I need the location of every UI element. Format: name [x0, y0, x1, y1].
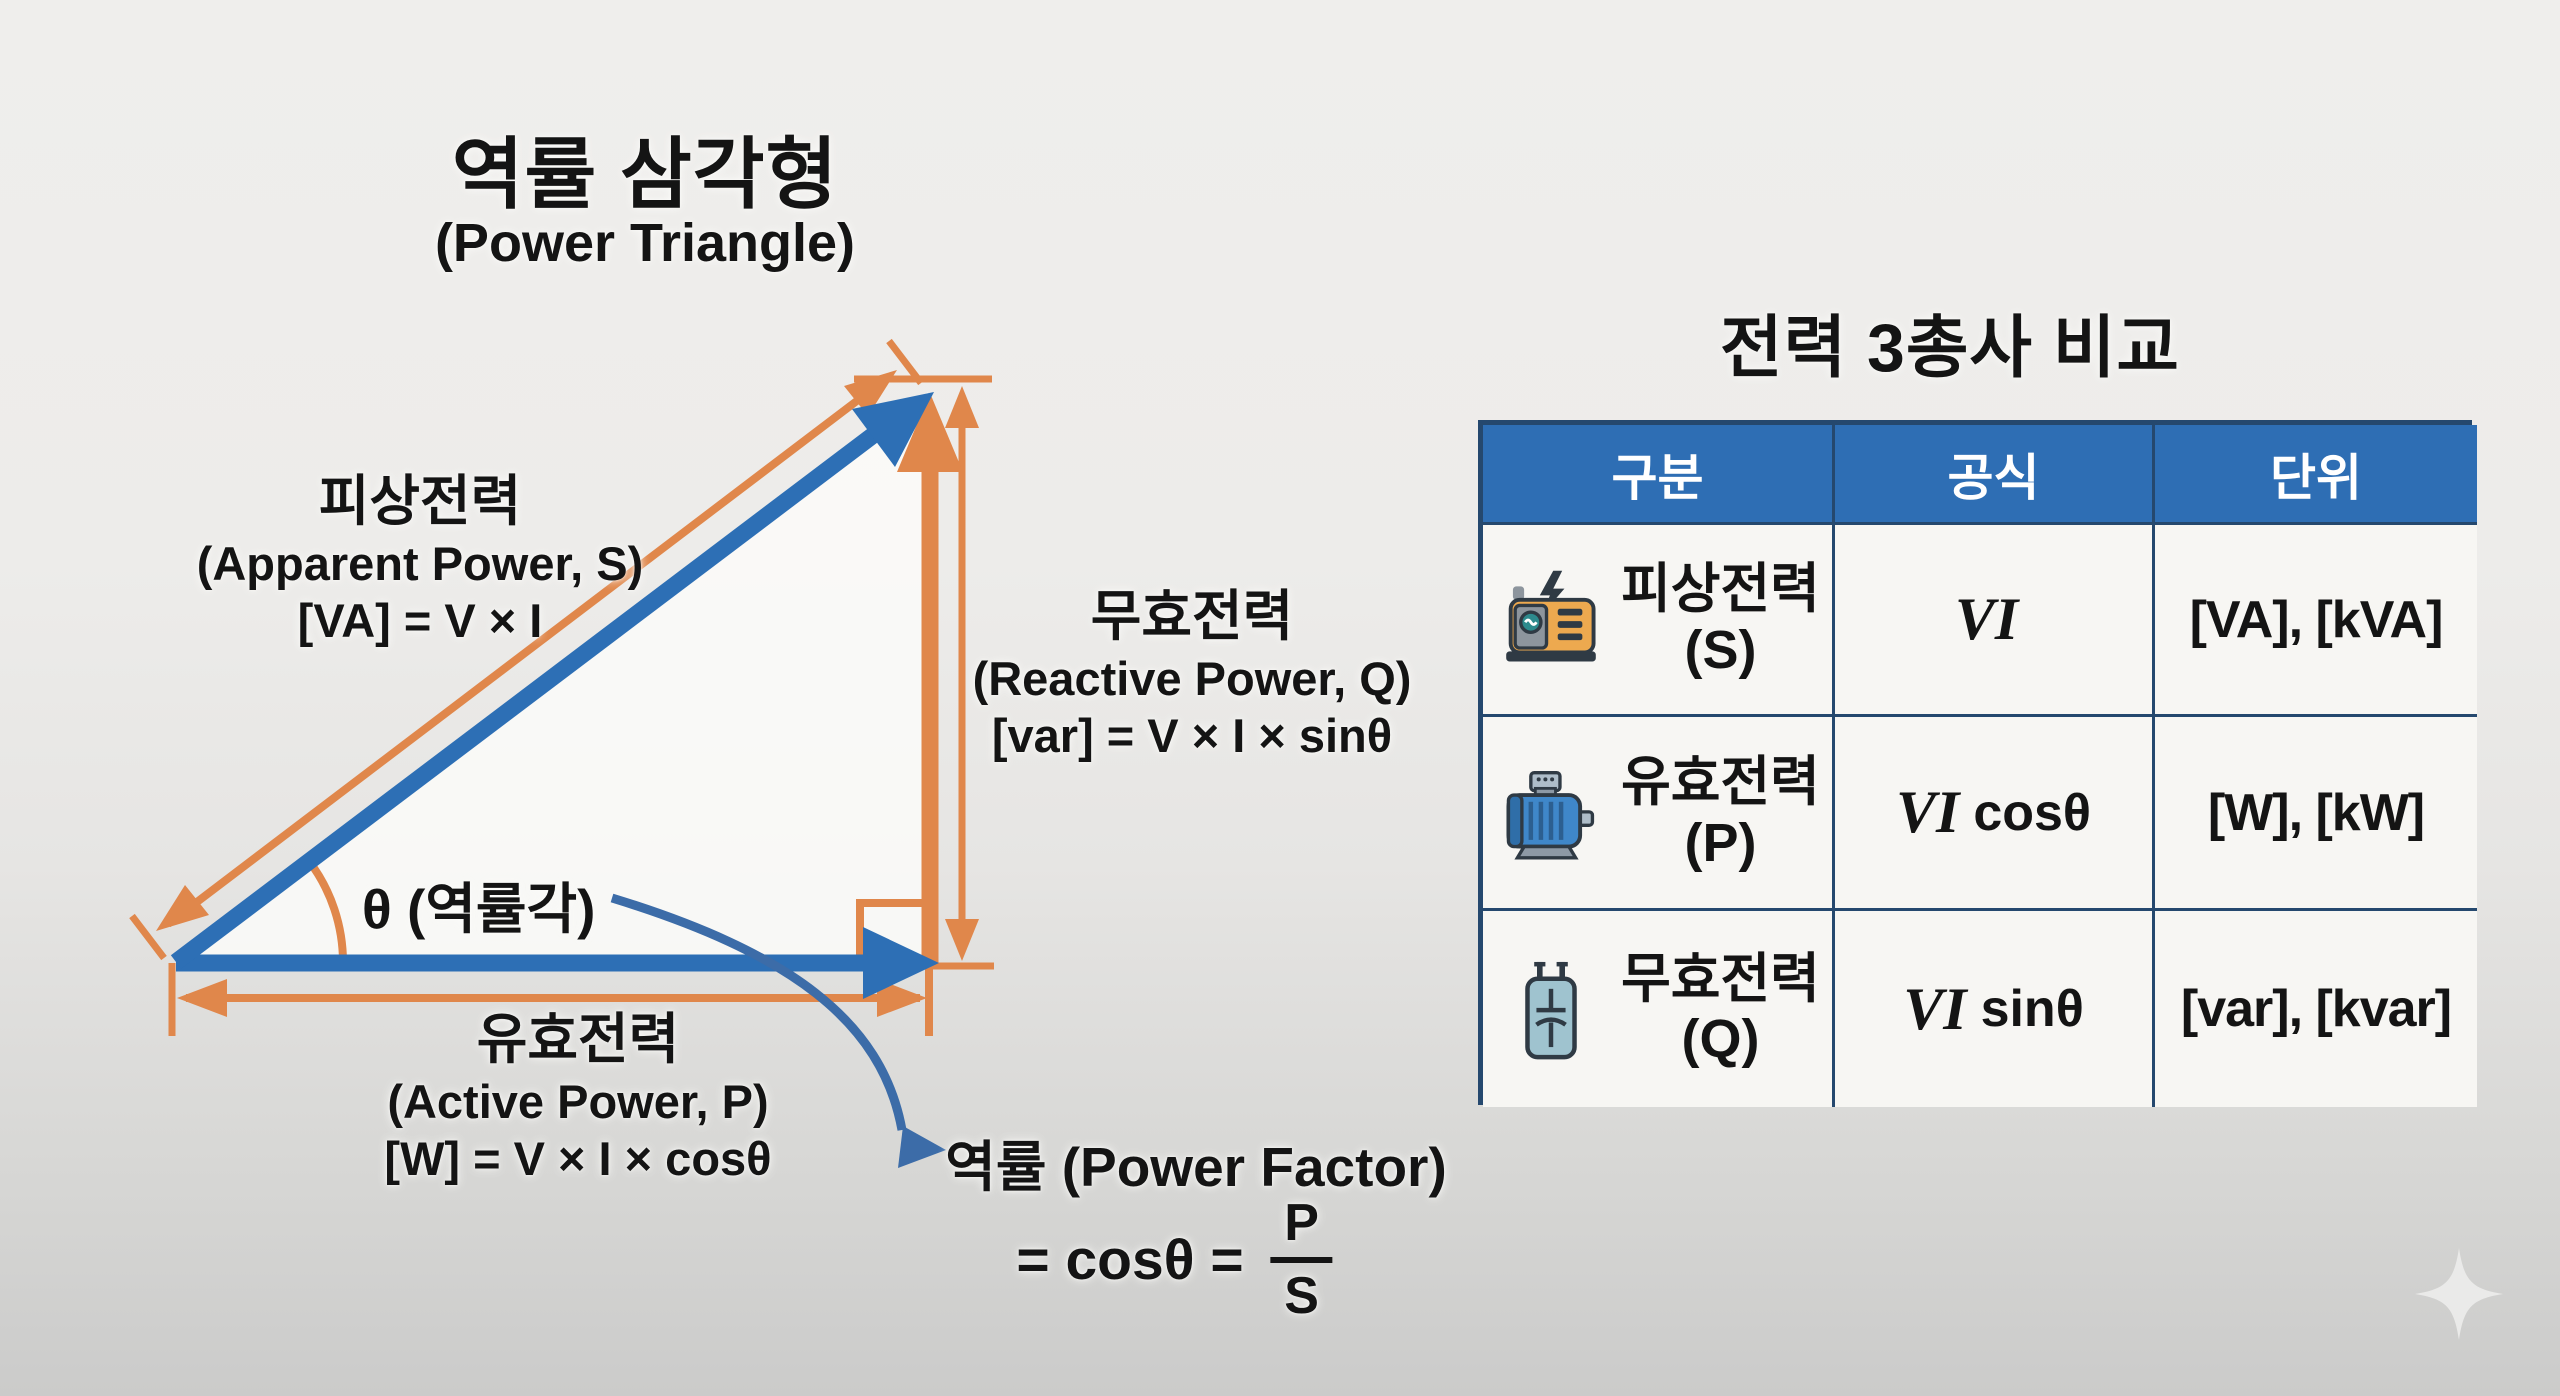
apparent-power-label: 피상전력 (Apparent Power, S) [VA] = V × I	[197, 468, 644, 650]
right-angle-marker	[856, 899, 924, 960]
power-factor-pointer	[610, 893, 946, 1168]
diagram-subtitle: (Power Triangle)	[434, 213, 856, 273]
diagram-title: 역률 삼각형	[451, 130, 839, 218]
fraction-numerator: P	[1284, 1194, 1319, 1252]
apparent-power-vector	[170, 392, 934, 969]
reactive-power-vector	[897, 393, 963, 963]
formula-variables: VI	[1954, 586, 2019, 652]
row-name-ko: 피상전력	[1621, 559, 1820, 620]
header-category: 구분	[1483, 425, 1835, 525]
apparent-power-formula: [VA] = V × I	[297, 594, 543, 648]
capacitor-icon	[1525, 961, 1577, 1060]
power-factor-title: 역률 (Power Factor)	[945, 1136, 1447, 1198]
formula-function: sinθ	[1980, 980, 2084, 1038]
row-name-ko: 무효전력	[1621, 948, 1820, 1009]
reactive-power-en: (Reactive Power, Q)	[972, 652, 1412, 706]
formula-variables: VI	[1895, 779, 1960, 845]
row-symbol: (S)	[1684, 619, 1757, 680]
active-power-en: (Active Power, P)	[387, 1075, 769, 1129]
row-name-ko: 유효전력	[1621, 752, 1820, 813]
fraction-bar	[1270, 1256, 1333, 1263]
p-dimension-arrow	[168, 963, 933, 1036]
header-formula: 공식	[1835, 425, 2155, 525]
table-row-apparent-formula: VI	[1835, 525, 2155, 717]
table-row-reactive-name: 무효전력 (Q)	[1483, 911, 1835, 1107]
table-title: 전력 3총사 비교	[1720, 310, 2180, 386]
table-row-apparent-name: 피상전력 (S)	[1483, 525, 1835, 717]
theta-label: θ (역률각)	[362, 878, 596, 940]
power-factor-eq-prefix: = cosθ =	[1016, 1227, 1244, 1292]
row-symbol: (P)	[1684, 812, 1757, 873]
reactive-power-formula: [var] = V × I × sinθ	[991, 709, 1393, 763]
fraction-denominator: S	[1284, 1266, 1319, 1325]
power-comparison-table: 구분 공식 단위 피상전력 (S)	[1478, 420, 2477, 1107]
reactive-power-ko: 무효전력	[1090, 585, 1294, 647]
apparent-power-en: (Apparent Power, S)	[196, 537, 644, 591]
active-power-label: 유효전력 (Active Power, P) [W] = V × I × cos…	[384, 1006, 771, 1188]
table-row-active-unit: [W], [kW]	[2155, 717, 2477, 911]
row-symbol: (Q)	[1681, 1009, 1760, 1069]
header-unit: 단위	[2155, 425, 2477, 525]
formula-variables: VI	[1903, 975, 1967, 1042]
table-row-reactive-formula: VI sinθ	[1835, 911, 2155, 1107]
q-dimension-arrow	[854, 375, 994, 970]
formula-function: cosθ	[1973, 783, 2092, 842]
sparkle-icon	[2415, 1248, 2503, 1340]
active-power-formula: [W] = V × I × cosθ	[384, 1132, 772, 1186]
generator-icon	[1506, 570, 1596, 661]
reactive-power-label: 무효전력 (Reactive Power, Q) [var] = V × I ×…	[973, 583, 1412, 765]
active-power-ko: 유효전력	[476, 1008, 680, 1070]
table-row-apparent-unit: [VA], [kVA]	[2155, 525, 2477, 717]
table-row-active-formula: VI cosθ	[1835, 717, 2155, 911]
active-power-vector	[176, 927, 939, 999]
power-factor-equation: = cosθ = P S	[1016, 1196, 1339, 1323]
table-row-active-name: 유효전력 (P)	[1483, 717, 1835, 911]
theta-arc	[305, 858, 348, 964]
motor-icon	[1506, 770, 1595, 859]
power-factor-fraction: P S	[1264, 1196, 1340, 1323]
table-row-reactive-unit: [var], [kvar]	[2155, 911, 2477, 1107]
apparent-power-ko: 피상전력	[318, 470, 522, 532]
